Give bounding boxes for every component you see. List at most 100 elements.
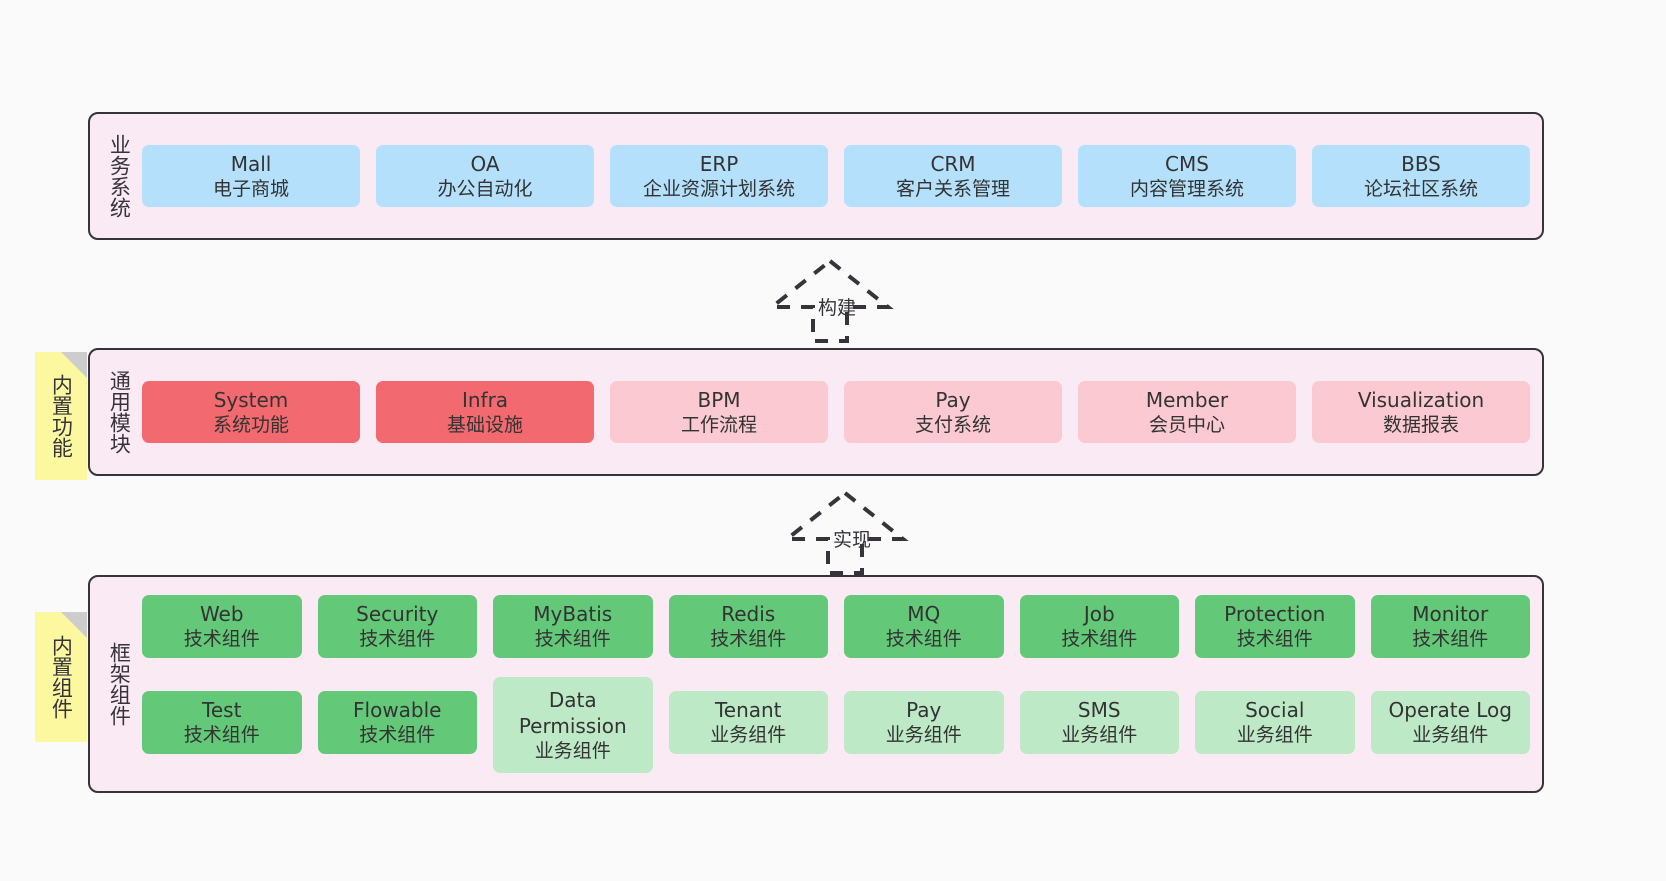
connector-realize-label: 实现: [833, 529, 872, 551]
card-bbs[interactable]: BBS 论坛社区系统: [1312, 144, 1530, 208]
card-title: Pay: [906, 698, 942, 722]
card-title: CMS: [1165, 151, 1209, 176]
card-subtitle: 技术组件: [1061, 628, 1138, 650]
card-subtitle: 客户关系管理: [895, 177, 1010, 200]
card-tenant[interactable]: Tenant 业务组件: [668, 691, 828, 754]
card-subtitle: 内容管理系统: [1129, 177, 1244, 200]
layer-body-business: Mall 电子商城 OA 办公自动化 ERP 企业资源计划系统 CRM 客户关系…: [136, 124, 1530, 228]
card-security[interactable]: Security 技术组件: [317, 595, 477, 658]
card-title: Member: [1145, 387, 1229, 412]
card-bpm[interactable]: BPM 工作流程: [610, 380, 828, 444]
card-protection[interactable]: Protection 技术组件: [1195, 595, 1355, 658]
card-mall[interactable]: Mall 电子商城: [142, 144, 360, 208]
card-title: System: [213, 387, 289, 412]
card-title: ERP: [699, 151, 739, 176]
card-web[interactable]: Web 技术组件: [142, 595, 302, 658]
card-pay[interactable]: Pay 支付系统: [844, 380, 1062, 444]
card-subtitle: 企业资源计划系统: [642, 177, 795, 200]
card-oa[interactable]: OA 办公自动化: [376, 144, 594, 208]
card-subtitle: 技术组件: [183, 724, 260, 746]
card-subtitle: 技术组件: [359, 628, 436, 650]
card-subtitle: 业务组件: [534, 739, 611, 762]
card-title: Monitor: [1412, 602, 1489, 626]
card-data-permission[interactable]: Data Permission 业务组件: [493, 677, 653, 773]
card-subtitle: 系统功能: [212, 413, 289, 436]
card-operate-log[interactable]: Operate Log 业务组件: [1370, 691, 1530, 754]
card-subtitle: 基础设施: [446, 413, 523, 436]
card-title: SMS: [1077, 698, 1121, 722]
sticky-note-builtin-features: 内置功能: [35, 352, 87, 480]
card-flowable[interactable]: Flowable 技术组件: [317, 691, 477, 754]
card-title: Web: [199, 602, 244, 626]
card-title: Mall: [230, 151, 272, 176]
card-title: MQ: [907, 602, 941, 626]
layer-label-common: 通用模块: [107, 370, 132, 454]
card-title: Test: [202, 698, 242, 722]
card-crm[interactable]: CRM 客户关系管理: [844, 144, 1062, 208]
card-cms[interactable]: CMS 内容管理系统: [1078, 144, 1296, 208]
layer-body-framework: Web 技术组件 Security 技术组件 MyBatis 技术组件 Redi…: [136, 587, 1530, 781]
card-subtitle: 业务组件: [1061, 724, 1138, 746]
layer-label-framework: 框架组件: [107, 642, 132, 726]
card-monitor[interactable]: Monitor 技术组件: [1370, 595, 1530, 658]
card-mq[interactable]: MQ 技术组件: [844, 595, 1004, 658]
card-job[interactable]: Job 技术组件: [1019, 595, 1179, 658]
note-fold-icon: [61, 352, 87, 378]
card-title: BBS: [1401, 151, 1441, 176]
card-system[interactable]: System 系统功能: [142, 380, 360, 444]
card-subtitle: 技术组件: [183, 628, 260, 650]
connector-build-label: 构建: [818, 297, 857, 319]
card-member[interactable]: Member 会员中心: [1078, 380, 1296, 444]
card-title: BPM: [697, 387, 741, 412]
common-row: System 系统功能 Infra 基础设施 BPM 工作流程 Pay 支付系统…: [142, 380, 1530, 444]
card-subtitle: 技术组件: [1236, 628, 1313, 650]
card-subtitle: 支付系统: [914, 413, 991, 436]
layer-body-common: System 系统功能 Infra 基础设施 BPM 工作流程 Pay 支付系统…: [136, 360, 1530, 464]
card-redis[interactable]: Redis 技术组件: [668, 595, 828, 658]
connector-realize: 实现: [770, 487, 920, 577]
note-label: 内置功能: [49, 374, 74, 458]
card-subtitle: 业务组件: [885, 724, 962, 746]
card-mybatis[interactable]: MyBatis 技术组件: [493, 595, 653, 658]
layer-framework-components: 框架组件 Web 技术组件 Security 技术组件 MyBatis 技术组件…: [88, 575, 1544, 793]
card-title: Pay: [935, 387, 971, 412]
card-subtitle: 技术组件: [534, 628, 611, 650]
card-subtitle: 数据报表: [1382, 413, 1459, 436]
card-title: Protection: [1224, 602, 1326, 626]
note-fold-icon: [61, 612, 87, 638]
sticky-note-builtin-components: 内置组件: [35, 612, 87, 742]
card-social[interactable]: Social 业务组件: [1195, 691, 1355, 754]
card-title: CRM: [930, 151, 976, 176]
card-title: Visualization: [1357, 387, 1485, 412]
card-subtitle: 电子商城: [212, 177, 289, 200]
business-row: Mall 电子商城 OA 办公自动化 ERP 企业资源计划系统 CRM 客户关系…: [142, 144, 1530, 208]
framework-row-1: Web 技术组件 Security 技术组件 MyBatis 技术组件 Redi…: [142, 595, 1530, 677]
card-subtitle: 业务组件: [1412, 724, 1489, 746]
card-title: Social: [1245, 698, 1305, 722]
card-subtitle: 技术组件: [1412, 628, 1489, 650]
card-title: Infra: [461, 387, 509, 412]
layer-business-systems: 业务系统 Mall 电子商城 OA 办公自动化 ERP 企业资源计划系统 CRM…: [88, 112, 1544, 240]
card-subtitle: 技术组件: [359, 724, 436, 746]
card-title: OA: [470, 151, 500, 176]
card-subtitle: 技术组件: [885, 628, 962, 650]
card-title: Redis: [721, 602, 776, 626]
card-subtitle: 论坛社区系统: [1363, 177, 1478, 200]
card-erp[interactable]: ERP 企业资源计划系统: [610, 144, 828, 208]
card-subtitle: 业务组件: [710, 724, 787, 746]
card-visualization[interactable]: Visualization 数据报表: [1312, 380, 1530, 444]
layer-common-modules: 通用模块 System 系统功能 Infra 基础设施 BPM 工作流程 Pay…: [88, 348, 1544, 476]
card-subtitle: 工作流程: [680, 413, 757, 436]
card-pay-component[interactable]: Pay 业务组件: [844, 691, 1004, 754]
card-subtitle: 技术组件: [710, 628, 787, 650]
card-subtitle: 会员中心: [1148, 413, 1225, 436]
layer-label-business: 业务系统: [107, 134, 132, 218]
note-label: 内置组件: [49, 635, 74, 719]
card-title: Job: [1083, 602, 1115, 626]
card-sms[interactable]: SMS 业务组件: [1019, 691, 1179, 754]
card-title: Operate Log: [1388, 698, 1512, 722]
card-infra[interactable]: Infra 基础设施: [376, 380, 594, 444]
card-test[interactable]: Test 技术组件: [142, 691, 302, 754]
card-subtitle: 办公自动化: [437, 177, 533, 200]
card-title: Data Permission: [518, 687, 627, 738]
